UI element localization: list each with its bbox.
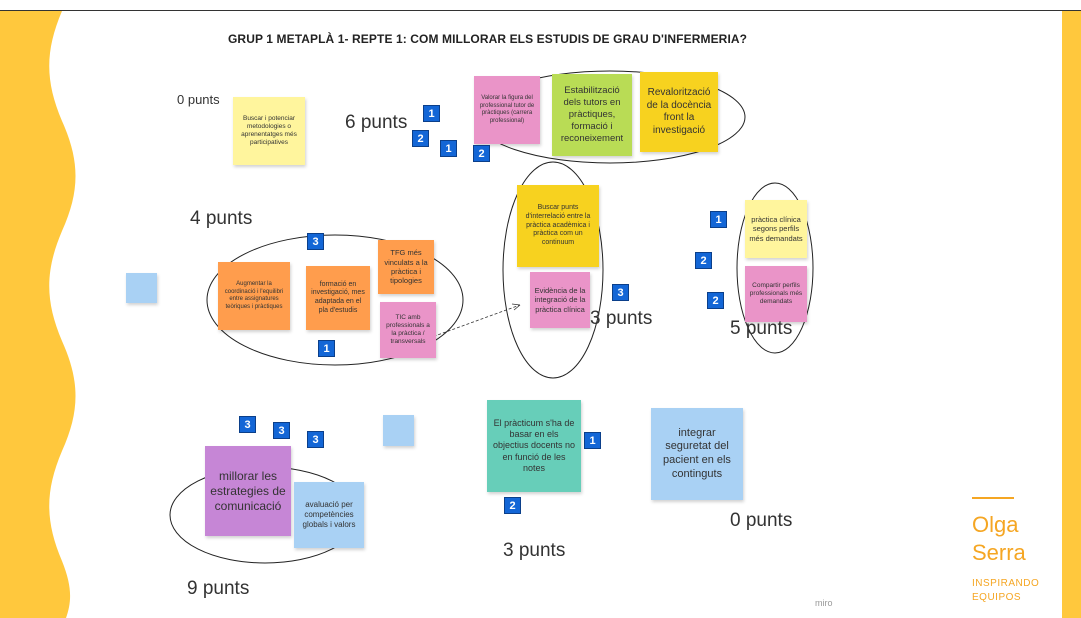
sticky-note-millorar[interactable]: millorar les estrategies de comunicació (205, 446, 291, 536)
sticky-note-avaluacio[interactable]: avaluació per competències globals i val… (294, 482, 364, 548)
points-label: 0 punts (730, 510, 793, 531)
top-border (0, 10, 1081, 11)
vote-badge: 1 (423, 105, 440, 122)
vote-badge: 3 (612, 284, 629, 301)
vote-badge: 3 (273, 422, 290, 439)
note-text: millorar les estrategies de comunicació (210, 468, 286, 513)
vote-badge: 1 (710, 211, 727, 228)
sticky-note-cercar[interactable]: Buscar i potenciar metodologies o aprene… (233, 97, 305, 165)
note-text: Compartir perfils professionals més dema… (749, 281, 803, 306)
points-label: 5 punts (730, 318, 793, 339)
points-label: 6 punts (345, 112, 408, 133)
sticky-note-practica[interactable]: pràctica clínica segons perfils més dema… (745, 200, 807, 258)
sticky-note-integrar[interactable]: integrar seguretat del pacient en els co… (651, 408, 743, 500)
vote-badge: 1 (584, 432, 601, 449)
vote-badge: 1 (440, 140, 457, 157)
points-label: 3 punts (590, 308, 653, 329)
points-label: 4 punts (190, 208, 253, 229)
vote-badge: 3 (239, 416, 256, 433)
miro-watermark: miro (815, 598, 833, 608)
points-label: 3 punts (503, 540, 566, 561)
sticky-note-valorar[interactable]: Valorar la figura del professional tutor… (474, 76, 540, 144)
decorative-side-bar (1062, 11, 1081, 618)
vote-badge: 2 (695, 252, 712, 269)
points-label: 9 punts (187, 578, 250, 599)
note-text: El pràcticum s'ha de basar en els object… (492, 417, 576, 473)
sticky-note-empty[interactable] (126, 273, 157, 303)
note-text: Augmentar la coordinació i l'equilibri e… (224, 281, 284, 310)
note-text: formació en investigació, mes adaptada e… (311, 280, 365, 314)
note-text: Buscar i potenciar metodologies o aprene… (241, 114, 297, 147)
note-text: Buscar punts d'interrelació entre la prà… (525, 204, 591, 247)
sticky-note-augmentar[interactable]: Augmentar la coordinació i l'equilibri e… (218, 262, 290, 330)
note-text: Evidència de la integració de la pràctic… (534, 285, 586, 314)
vote-badge: 3 (307, 431, 324, 448)
vote-badge: 2 (473, 145, 490, 162)
vote-badge: 3 (307, 233, 324, 250)
sticky-note-tfg[interactable]: TFG més vinculats a la pràctica i tipolo… (378, 240, 434, 294)
decorative-wave (0, 11, 76, 618)
sticky-note-formacio[interactable]: formació en investigació, mes adaptada e… (306, 266, 370, 330)
vote-badge: 2 (412, 130, 429, 147)
sticky-note-compartir[interactable]: Compartir perfils professionals més dema… (745, 266, 807, 322)
sticky-note-buscar-punts[interactable]: Buscar punts d'interrelació entre la prà… (517, 185, 599, 267)
sticky-note-empty[interactable] (383, 415, 414, 446)
note-text: TIC amb professionals a la pràctica / tr… (386, 313, 430, 346)
note-text: Estabilització dels tutors en pràctiques… (560, 85, 624, 144)
note-text: Revalorització de la docència front la i… (646, 87, 712, 136)
logo-text-last: Serra (972, 540, 1026, 565)
logo-line (972, 497, 1014, 499)
logo-tagline: EQUIPOS (972, 592, 1022, 603)
sticky-note-practicum[interactable]: El pràcticum s'ha de basar en els object… (487, 400, 581, 492)
sticky-note-revalorit[interactable]: Revalorització de la docència front la i… (640, 72, 718, 152)
sticky-note-evidencia[interactable]: Evidència de la integració de la pràctic… (530, 272, 590, 328)
logo-tagline: INSPIRANDO (972, 578, 1040, 589)
sticky-note-tic[interactable]: TIC amb professionals a la pràctica / tr… (380, 302, 436, 358)
note-text: integrar seguretat del pacient en els co… (663, 426, 731, 480)
vote-badge: 1 (318, 340, 335, 357)
sticky-note-estabilitzacio[interactable]: Estabilització dels tutors en pràctiques… (552, 74, 632, 156)
note-text: TFG més vinculats a la pràctica i tipolo… (384, 248, 428, 286)
note-text: pràctica clínica segons perfils més dema… (749, 214, 803, 243)
board-title: GRUP 1 METAPLÀ 1- REPTE 1: COM MILLORAR … (228, 32, 748, 46)
note-text: avaluació per competències globals i val… (302, 500, 356, 529)
vote-badge: 2 (504, 497, 521, 514)
note-text: Valorar la figura del professional tutor… (479, 95, 535, 124)
points-label: 0 punts (177, 92, 220, 107)
vote-badge: 2 (707, 292, 724, 309)
logo-text-first: Olga (972, 512, 1019, 537)
